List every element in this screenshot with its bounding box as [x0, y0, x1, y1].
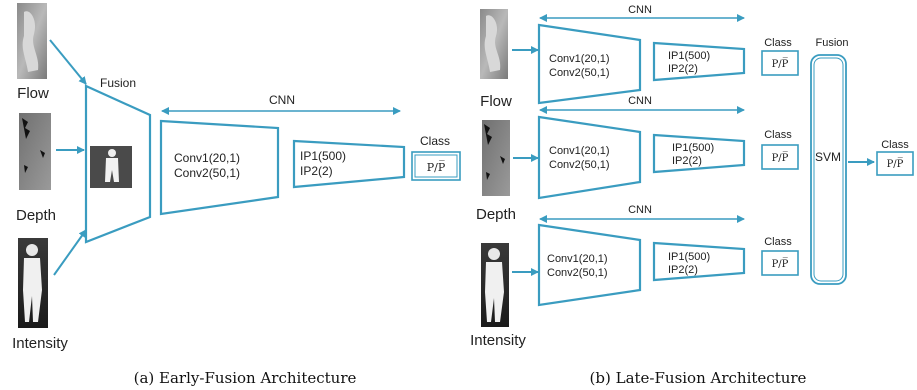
late-class-box-2 [761, 144, 799, 170]
late-ip1-label-1: IP1(500) [668, 50, 710, 62]
late-class-box-3 [761, 250, 799, 276]
early-class-value: P/P̅ [427, 160, 446, 174]
late-ip1-label-3: IP1(500) [668, 251, 710, 263]
early-fusion-label: Fusion [100, 76, 136, 90]
early-depth-image [19, 113, 51, 190]
late-ip-block-1 [652, 41, 746, 82]
late-class-label-2: Class [764, 129, 792, 141]
early-intensity-image [18, 238, 48, 328]
early-flow-image [17, 3, 47, 79]
early-input-label-intensity: Intensity [12, 335, 68, 352]
early-fused-image [90, 146, 132, 188]
early-ip1-label: IP1(500) [300, 149, 346, 163]
early-conv1-label: Conv1(20,1) [174, 151, 240, 165]
late-ip-block-2 [652, 133, 746, 174]
early-input-label-depth: Depth [16, 207, 56, 224]
late-class-value-3: P/P̅ [772, 258, 789, 270]
late-final-class-label: Class [881, 139, 909, 151]
late-class-label-3: Class [764, 236, 792, 248]
late-conv2-label-1: Conv2(50,1) [549, 67, 610, 79]
late-class-value-2: P/P̅ [772, 152, 789, 164]
early-ip2-label: IP2(2) [300, 164, 333, 178]
early-caption: (a) Early-Fusion Architecture [134, 369, 357, 387]
early-ip-block [292, 139, 406, 189]
late-stream-intensity: CNN Conv1(20,1) Conv2(50,1) IP1(500) IP2… [537, 204, 799, 307]
late-final-class-box [876, 151, 914, 176]
late-conv2-label-2: Conv2(50,1) [549, 159, 610, 171]
late-conv-block-2 [537, 115, 642, 200]
late-stream-flow: CNN Conv1(20,1) Conv2(50,1) IP1(500) IP2… [537, 4, 799, 105]
late-class-value-1: P/P̅ [772, 58, 789, 70]
late-conv1-label-2: Conv1(20,1) [549, 145, 610, 157]
late-caption: (b) Late-Fusion Architecture [590, 369, 807, 387]
late-conv-block-3 [537, 223, 642, 307]
late-fusion-label: Fusion [815, 37, 848, 49]
late-input-label-flow: Flow [480, 93, 512, 110]
late-fusion-panel: Flow Depth Intensity CNN Conv1(20,1) Con… [470, 4, 914, 387]
late-input-label-intensity: Intensity [470, 332, 526, 349]
late-svm-block [810, 54, 847, 285]
late-cnn-label-2: CNN [628, 95, 652, 107]
early-conv-block [159, 119, 280, 216]
late-class-box-1 [761, 50, 799, 76]
late-svm-label: SVM [815, 150, 841, 164]
late-cnn-label-1: CNN [628, 4, 652, 16]
early-cnn-label: CNN [269, 93, 295, 107]
late-conv1-label-1: Conv1(20,1) [549, 53, 610, 65]
late-cnn-label-3: CNN [628, 204, 652, 216]
late-input-label-depth: Depth [476, 206, 516, 223]
early-class-box [411, 151, 461, 181]
late-ip2-label-1: IP2(2) [668, 63, 698, 75]
late-class-label-1: Class [764, 37, 792, 49]
late-ip-block-3 [652, 241, 746, 282]
late-depth-image [482, 120, 510, 196]
late-stream-depth: CNN Conv1(20,1) Conv2(50,1) IP1(500) IP2… [537, 95, 799, 200]
late-ip1-label-2: IP1(500) [672, 142, 714, 154]
late-flow-image [480, 9, 508, 79]
late-conv2-label-3: Conv2(50,1) [547, 267, 608, 279]
early-intensity-arrow [53, 229, 87, 276]
late-final-class-value: P/P̅ [887, 158, 904, 170]
late-conv-block-1 [537, 23, 642, 105]
early-fusion-panel: Flow Depth Intensity Fusion CNN Conv1(20… [12, 3, 461, 387]
early-flow-arrow [49, 39, 87, 85]
early-input-label-flow: Flow [17, 85, 49, 102]
early-class-label: Class [420, 134, 450, 148]
late-intensity-image [481, 243, 509, 327]
early-conv2-label: Conv2(50,1) [174, 166, 240, 180]
late-ip2-label-3: IP2(2) [668, 264, 698, 276]
late-ip2-label-2: IP2(2) [672, 155, 702, 167]
late-conv1-label-3: Conv1(20,1) [547, 253, 608, 265]
